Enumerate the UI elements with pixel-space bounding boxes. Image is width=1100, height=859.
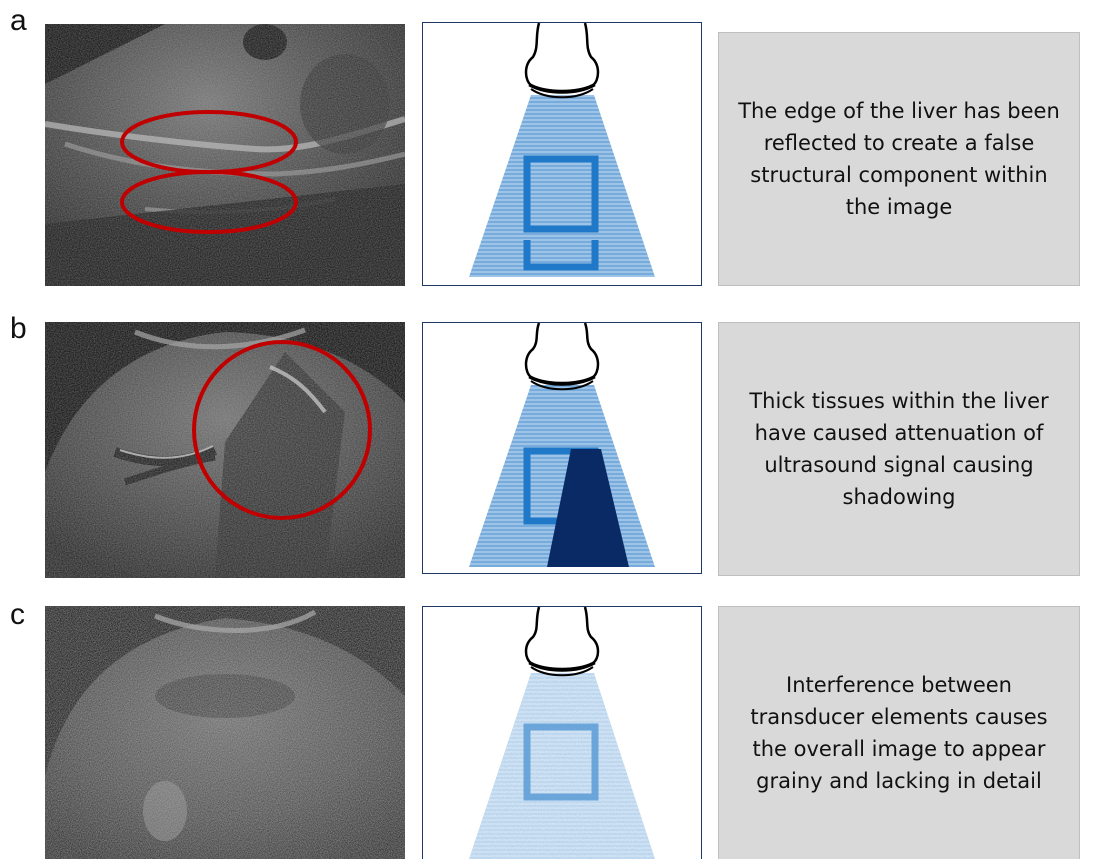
caption-text: Thick tissues within the liver have caus… [719, 385, 1079, 513]
speckle-artifact-ultrasound [45, 606, 405, 859]
caption-box: The edge of the liver has been reflected… [718, 32, 1080, 286]
reflection-schematic [422, 22, 702, 286]
reflection-artifact-ultrasound [45, 24, 405, 286]
shadowing-artifact-ultrasound [45, 322, 405, 578]
panel-label: c [10, 598, 25, 632]
panel-label: b [10, 312, 27, 346]
panel-a: a [0, 0, 1100, 290]
speckle-schematic [422, 606, 702, 859]
caption-text: Interference between transducer elements… [719, 669, 1079, 797]
caption-box: Interference between transducer elements… [718, 606, 1080, 859]
panel-label: a [10, 4, 27, 38]
caption-text: The edge of the liver has been reflected… [719, 95, 1079, 223]
shadowing-schematic [422, 322, 702, 574]
panel-c: c [0, 580, 1100, 859]
transducer-icon [526, 323, 598, 389]
ultrasound-beam [469, 95, 655, 277]
transducer-icon [526, 607, 598, 675]
panel-b: b [0, 290, 1100, 580]
transducer-icon [526, 23, 598, 97]
caption-box: Thick tissues within the liver have caus… [718, 322, 1080, 576]
